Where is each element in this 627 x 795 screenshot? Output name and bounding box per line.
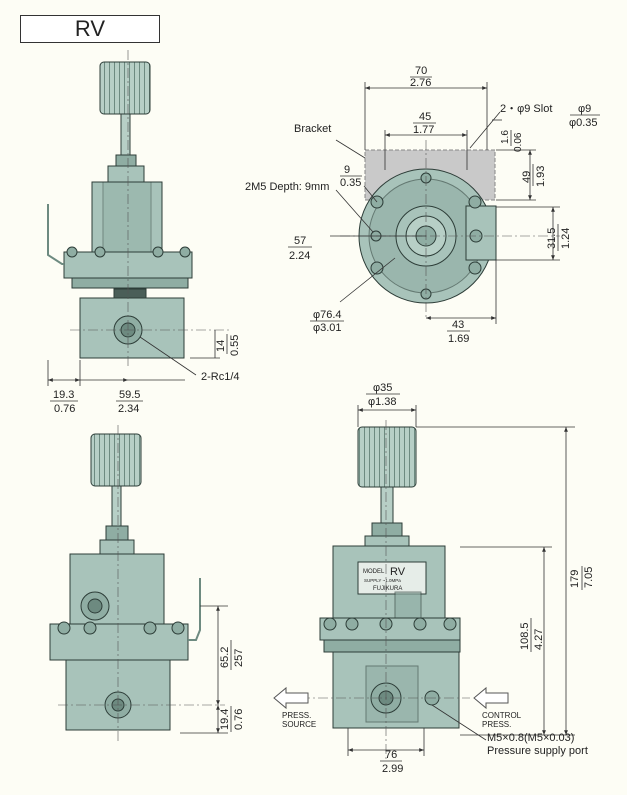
dim-phi35: φ35 bbox=[373, 382, 392, 394]
dim-0-76-b: 0.76 bbox=[233, 709, 245, 730]
dim-70: 70 bbox=[415, 65, 427, 77]
dim-0-76-a: 0.76 bbox=[54, 403, 75, 415]
body-flange bbox=[49, 623, 189, 661]
dim-0-55: 0.55 bbox=[229, 335, 241, 356]
dim-1-93: 1.93 bbox=[535, 166, 547, 187]
slot-label: 2・φ9 Slot bbox=[500, 103, 552, 115]
nameplate-model: MODEL bbox=[363, 569, 385, 575]
dim-108-5: 108.5 bbox=[519, 622, 531, 650]
dim-1-77: 1.77 bbox=[413, 124, 434, 136]
front-view-bottom-right bbox=[273, 405, 575, 760]
bonnet bbox=[91, 181, 163, 253]
top-view-top-right bbox=[330, 82, 560, 324]
side-view-bottom-left bbox=[49, 425, 228, 742]
model-title: RV bbox=[20, 15, 160, 43]
press-source-label-1: PRESS. bbox=[282, 711, 311, 720]
knob-stem bbox=[120, 113, 131, 159]
nameplate bbox=[357, 561, 427, 595]
rc-port-label: 2-Rc1/4 bbox=[201, 371, 240, 383]
adjust-knob bbox=[99, 61, 151, 115]
dim-7-05: 7.05 bbox=[583, 567, 595, 588]
dim-2-76: 2.76 bbox=[410, 77, 431, 89]
dim-phi9: φ9 bbox=[578, 103, 591, 115]
dim-65-2: 65.2 bbox=[219, 647, 231, 668]
dim-76: 76 bbox=[385, 749, 397, 761]
bracket-profile bbox=[188, 578, 201, 641]
nameplate-rv: RV bbox=[390, 566, 406, 578]
dim-31-5: 31.5 bbox=[546, 228, 558, 249]
m5-depth-label: 2M5 Depth: 9mm bbox=[245, 181, 329, 193]
dim-0-35: 0.35 bbox=[340, 177, 361, 189]
dim-2-99: 2.99 bbox=[382, 763, 403, 775]
dim-179: 179 bbox=[569, 570, 581, 588]
dim-1-6: 1.6 bbox=[500, 130, 511, 144]
press-source-label-2: SOURCE bbox=[282, 720, 316, 729]
control-press-label-2: PRESS. bbox=[482, 720, 511, 729]
dim-2-24: 2.24 bbox=[289, 250, 310, 262]
dim-59-5: 59.5 bbox=[119, 389, 140, 401]
dim-57: 57 bbox=[294, 235, 306, 247]
pressure-supply-port-label: Pressure supply port bbox=[487, 745, 588, 757]
press-source-arrow bbox=[273, 686, 309, 710]
dim-1-69: 1.69 bbox=[448, 333, 469, 345]
dim-19-3: 19.3 bbox=[53, 389, 74, 401]
dim-45: 45 bbox=[419, 111, 431, 123]
dim-9: 9 bbox=[344, 164, 350, 176]
dim-14: 14 bbox=[215, 340, 227, 352]
front-view-top-left bbox=[47, 50, 230, 386]
nameplate-brand: FUJIKURA bbox=[373, 586, 402, 592]
dim-43: 43 bbox=[452, 319, 464, 331]
control-press-label-1: CONTROL bbox=[482, 711, 522, 720]
dim-phi0-35: φ0.35 bbox=[569, 117, 598, 129]
adjust-knob bbox=[357, 426, 417, 488]
nameplate-range: SUPPLY ~1.0MPa bbox=[364, 578, 401, 583]
dim-49: 49 bbox=[521, 171, 533, 183]
lock-nut bbox=[115, 154, 137, 168]
dim-2-34: 2.34 bbox=[118, 403, 139, 415]
m5-port-label: M5×0.8(M5×0.03) bbox=[487, 732, 574, 744]
dim-1-24: 1.24 bbox=[560, 228, 572, 249]
dim-2-57: 257 bbox=[233, 649, 245, 667]
dim-0-06: 0.06 bbox=[513, 132, 524, 152]
control-press-arrow bbox=[473, 686, 509, 710]
dim-4-27: 4.27 bbox=[533, 629, 545, 650]
adjust-knob bbox=[90, 433, 142, 487]
bracket-label: Bracket bbox=[294, 123, 331, 135]
dim-19-4: 19.4 bbox=[219, 709, 231, 730]
bracket-profile bbox=[47, 204, 64, 265]
dim-phi3-01: φ3.01 bbox=[313, 322, 342, 334]
dim-phi1-38: φ1.38 bbox=[368, 396, 397, 408]
dim-phi76-4: φ76.4 bbox=[313, 309, 342, 321]
